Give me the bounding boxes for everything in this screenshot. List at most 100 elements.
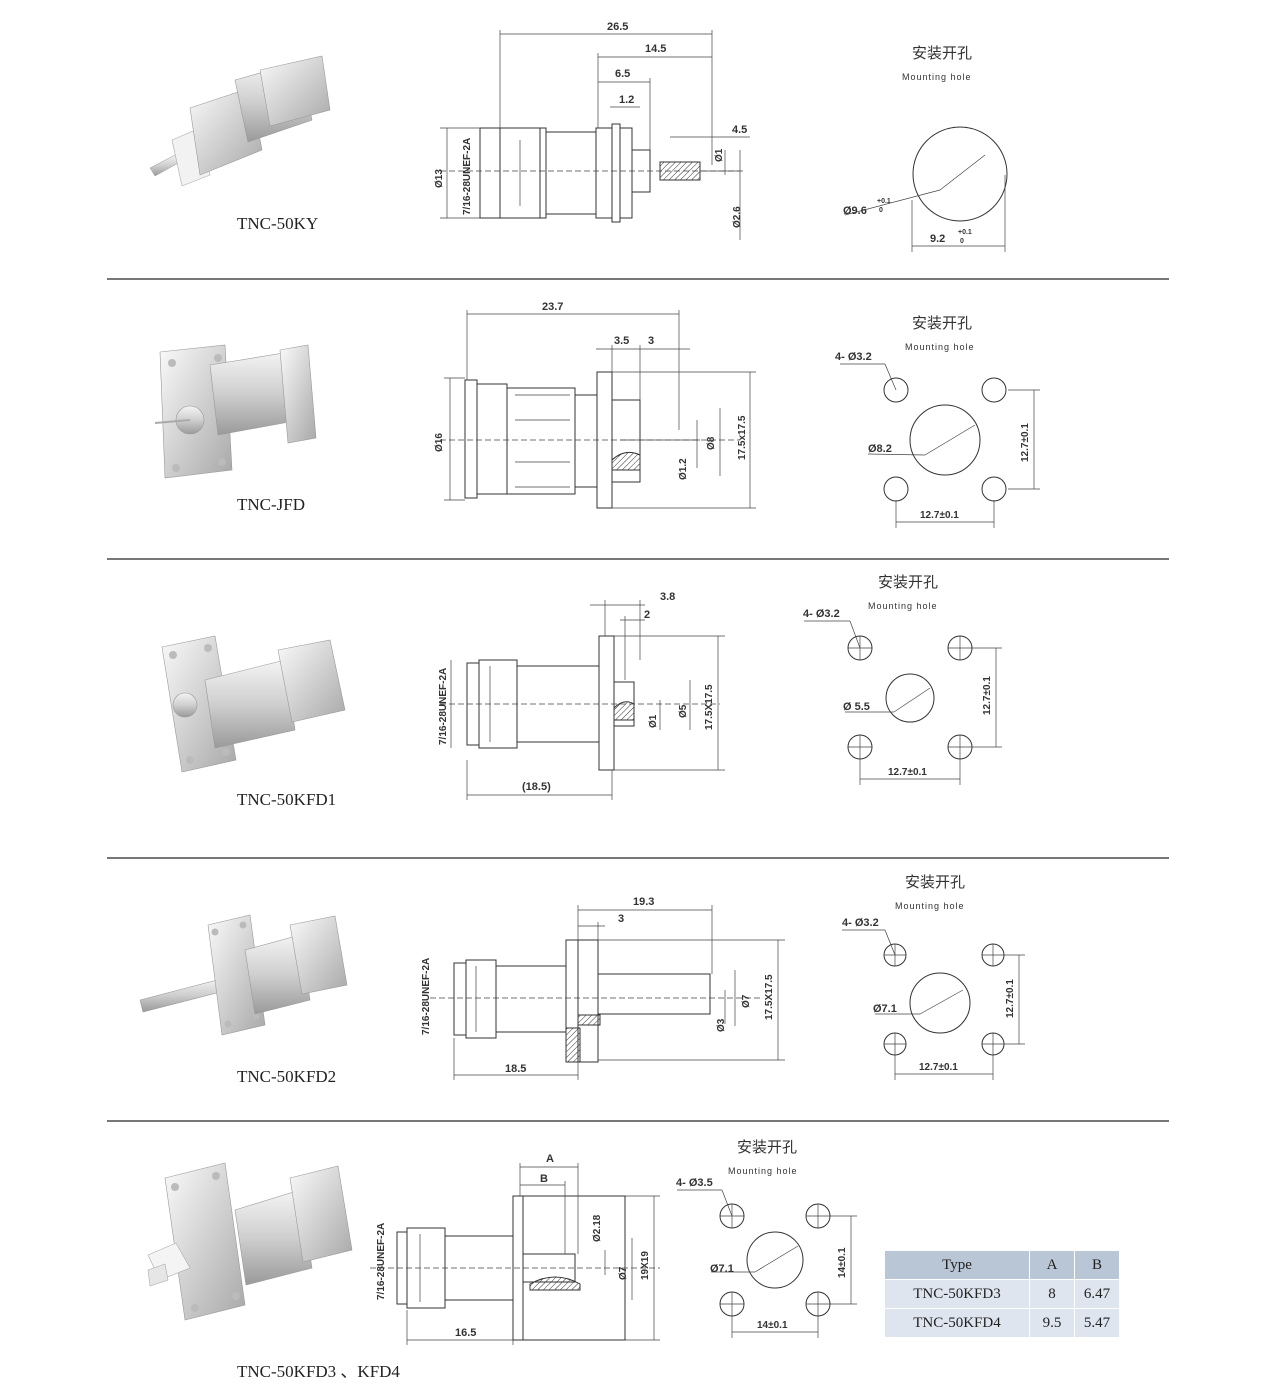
svg-text:Mounting hole: Mounting hole	[905, 342, 975, 352]
svg-text:Mounting hole: Mounting hole	[868, 601, 938, 611]
svg-text:7/16-28UNEF-2A: 7/16-28UNEF-2A	[438, 668, 449, 745]
table-row: TNC-50KFD3 8 6.47	[884, 1279, 1120, 1309]
dim-label: 14.5	[645, 43, 666, 55]
svg-text:3.5: 3.5	[614, 335, 629, 347]
svg-text:9.2: 9.2	[930, 233, 945, 245]
svg-text:+0.1: +0.1	[877, 198, 891, 205]
svg-text:19.3: 19.3	[633, 896, 654, 908]
mounting-hole-tnc-50ky: 安装开孔 Mounting hole Ø9.6 +0.1 0 9.2 +0.1 …	[843, 44, 1008, 252]
svg-text:17.5x17.5: 17.5x17.5	[737, 415, 748, 460]
svg-text:Ø5: Ø5	[678, 704, 689, 718]
svg-text:17.5X17.5: 17.5X17.5	[704, 684, 715, 730]
svg-text:4- Ø3.5: 4- Ø3.5	[676, 1177, 713, 1189]
svg-text:12.7±0.1: 12.7±0.1	[919, 1062, 958, 1073]
dim-label: 7/16-28UNEF-2A	[462, 138, 473, 215]
model-label: TNC-50KFD2	[237, 1067, 337, 1086]
svg-text:Ø7.1: Ø7.1	[710, 1263, 734, 1275]
svg-text:Ø8: Ø8	[706, 436, 717, 450]
svg-text:安装开孔: 安装开孔	[912, 314, 972, 332]
table-cell: 6.47	[1074, 1279, 1120, 1309]
dim-label: 26.5	[607, 21, 628, 33]
svg-text:Ø7: Ø7	[618, 1266, 629, 1280]
svg-text:19X19: 19X19	[640, 1251, 651, 1280]
svg-text:Ø7.1: Ø7.1	[873, 1003, 897, 1015]
dimension-drawing-tnc-jfd: 23.7 3.5 3 Ø16 Ø8 17.5x17.5 Ø1.2	[434, 301, 756, 509]
model-label: TNC-50KY	[237, 214, 319, 233]
svg-text:Ø1.2: Ø1.2	[678, 458, 689, 480]
dimension-drawing-tnc-50ky: 26.5 14.5 6.5 1.2 4.5 Ø13 7/16-28UNEF-2A…	[434, 21, 750, 240]
svg-text:A: A	[546, 1153, 554, 1165]
dim-label: Ø1	[714, 148, 725, 162]
row-separator	[107, 1120, 1169, 1122]
table-cell: TNC-50KFD4	[884, 1308, 1030, 1338]
svg-text:Ø2.18: Ø2.18	[592, 1214, 603, 1242]
header-type: Type	[884, 1250, 1030, 1280]
mounting-hole-tnc-50kfd2: 安装开孔 Mounting hole 4- Ø3.2 Ø7.1 12.7±0.1…	[842, 873, 1025, 1080]
dim-label: 6.5	[615, 68, 630, 80]
svg-text:14±0.1: 14±0.1	[757, 1320, 788, 1331]
connector-photo-tnc-50kfd3	[147, 1162, 353, 1321]
svg-text:Ø9.6: Ø9.6	[843, 205, 867, 217]
mounting-hole-tnc-50kfd3: 安装开孔 Mounting hole 4- Ø3.5 Ø7.1 14±0.1 1…	[676, 1138, 857, 1338]
svg-text:Ø3: Ø3	[716, 1018, 727, 1032]
table-cell: 9.5	[1029, 1308, 1075, 1338]
svg-text:4- Ø3.2: 4- Ø3.2	[803, 608, 840, 620]
svg-text:Ø1: Ø1	[648, 714, 659, 728]
svg-text:Ø16: Ø16	[434, 433, 445, 452]
svg-text:Mounting hole: Mounting hole	[902, 72, 972, 82]
svg-text:12.7±0.1: 12.7±0.1	[1020, 423, 1031, 462]
svg-text:Ø7: Ø7	[741, 994, 752, 1008]
table-row: TNC-50KFD4 9.5 5.47	[884, 1308, 1120, 1338]
dimension-drawing-tnc-50kfd2: 19.3 3 7/16-28UNEF-2A Ø7 Ø3 17.5X17.5 18…	[421, 896, 785, 1080]
model-label: TNC-JFD	[237, 495, 306, 514]
row-separator	[107, 558, 1169, 560]
svg-text:0: 0	[879, 207, 883, 214]
connector-photo-tnc-50kfd2	[139, 914, 348, 1036]
svg-text:安装开孔: 安装开孔	[905, 873, 965, 891]
svg-text:23.7: 23.7	[542, 301, 563, 313]
svg-text:12.7±0.1: 12.7±0.1	[1005, 979, 1016, 1018]
svg-text:安装开孔: 安装开孔	[878, 573, 938, 591]
svg-text:12.7±0.1: 12.7±0.1	[888, 767, 927, 778]
header-b: B	[1074, 1250, 1120, 1280]
spec-table: Type A B TNC-50KFD3 8 6.47 TNC-50KFD4 9.…	[884, 1250, 1120, 1338]
svg-text:3.8: 3.8	[660, 591, 675, 603]
svg-text:3: 3	[648, 335, 654, 347]
row-separator	[107, 857, 1169, 859]
svg-text:12.7±0.1: 12.7±0.1	[920, 510, 959, 521]
row-separator	[107, 278, 1169, 280]
mounting-hole-tnc-jfd: 安装开孔 Mounting hole 4- Ø3.2 Ø8.2 12.7±0.1…	[835, 314, 1040, 528]
connector-photo-tnc-jfd	[154, 344, 317, 479]
svg-text:7/16-28UNEF-2A: 7/16-28UNEF-2A	[421, 958, 432, 1035]
svg-text:Ø8.2: Ø8.2	[868, 443, 892, 455]
svg-text:+0.1: +0.1	[958, 229, 972, 236]
connector-photo-tnc-50ky	[149, 55, 331, 187]
svg-text:3: 3	[618, 913, 624, 925]
header-a: A	[1029, 1250, 1075, 1280]
svg-text:18.5: 18.5	[505, 1063, 526, 1075]
table-header-row: Type A B	[884, 1250, 1120, 1280]
svg-text:4- Ø3.2: 4- Ø3.2	[835, 351, 872, 363]
dim-label: Ø13	[434, 169, 445, 188]
svg-text:安装开孔: 安装开孔	[737, 1138, 797, 1156]
table-cell: TNC-50KFD3	[884, 1279, 1030, 1309]
table-cell: 5.47	[1074, 1308, 1120, 1338]
dim-label: Ø2.6	[732, 206, 743, 228]
svg-text:安装开孔: 安装开孔	[912, 44, 972, 62]
dim-label: 4.5	[732, 124, 747, 136]
dimension-drawing-tnc-50kfd1: 3.8 2 7/16-28UNEF-2A Ø5 17.5X17.5 Ø1 (18…	[438, 591, 725, 800]
svg-text:4- Ø3.2: 4- Ø3.2	[842, 917, 879, 929]
svg-text:(18.5): (18.5)	[522, 781, 551, 793]
svg-text:14±0.1: 14±0.1	[837, 1247, 848, 1278]
dim-label: 1.2	[619, 94, 634, 106]
svg-text:0: 0	[960, 238, 964, 245]
table-cell: 8	[1029, 1279, 1075, 1309]
svg-text:Mounting hole: Mounting hole	[895, 901, 965, 911]
mounting-hole-tnc-50kfd1: 安装开孔 Mounting hole 4- Ø3.2 Ø 5.5 12.7±0.…	[803, 573, 1002, 785]
model-label: TNC-50KFD3 、KFD4	[237, 1362, 400, 1381]
svg-text:Mounting hole: Mounting hole	[728, 1166, 798, 1176]
svg-text:12.7±0.1: 12.7±0.1	[982, 676, 993, 715]
connector-photo-tnc-50kfd1	[161, 635, 346, 773]
svg-text:17.5X17.5: 17.5X17.5	[764, 974, 775, 1020]
